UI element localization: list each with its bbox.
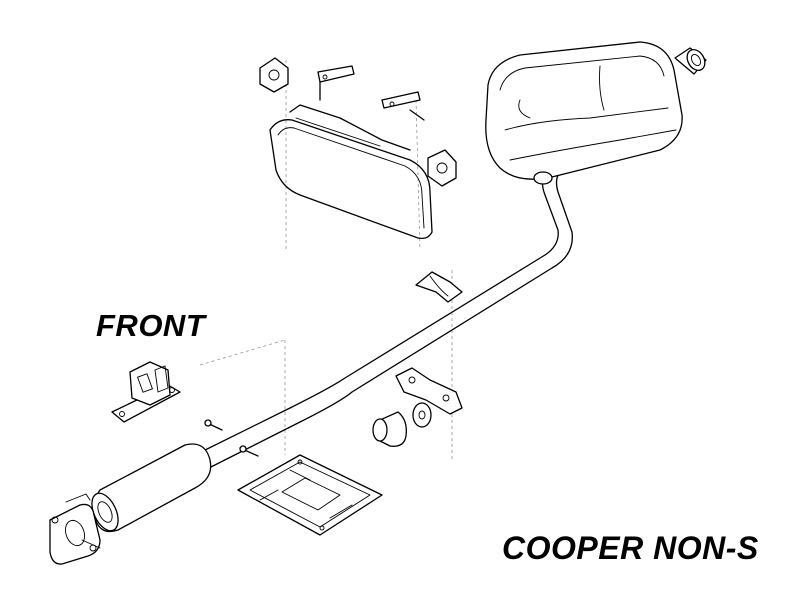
front-hanger-bracket: [111, 361, 181, 423]
front-flange: [49, 493, 101, 565]
front-label: FRONT: [96, 308, 206, 343]
rubber-mount: [372, 402, 432, 447]
rear-muffler: [485, 41, 683, 185]
strap-frame: [269, 104, 433, 240]
model-label: COOPER NON-S: [502, 530, 759, 566]
heat-shield: [237, 454, 383, 536]
mid-bracket: [395, 367, 463, 415]
tailpipe-tip: [674, 47, 707, 75]
exhaust-pipe: [194, 174, 573, 471]
pipe-clamp: [415, 271, 463, 303]
front-bolts: [204, 419, 259, 457]
leader-lines: [199, 60, 453, 460]
front-silencer: [91, 443, 212, 533]
upper-hangers: [259, 57, 457, 187]
